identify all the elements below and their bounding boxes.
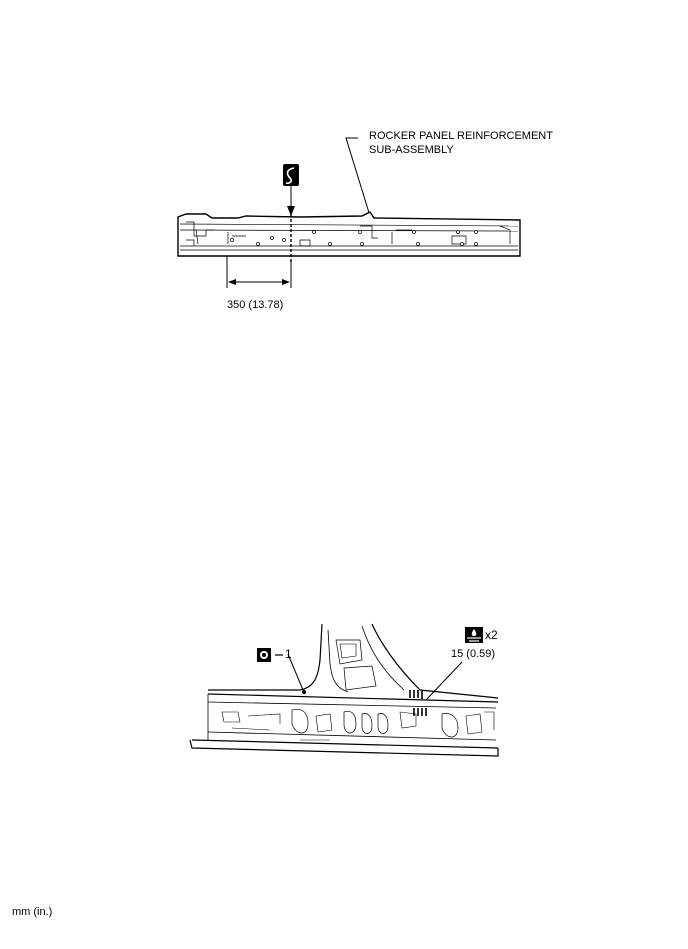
cut-line-icon xyxy=(283,164,299,186)
pillar-joint-drawing xyxy=(189,623,499,757)
part-label-line1: ROCKER PANEL REINFORCEMENT xyxy=(369,130,553,142)
mig-brazing-icon xyxy=(465,627,483,643)
rocker-panel-details xyxy=(179,221,519,251)
dim-arrow-right xyxy=(282,279,290,285)
unit-note: mm (in.) xyxy=(12,906,53,918)
cut-arrow-head xyxy=(287,206,295,216)
spot-weld-point xyxy=(301,689,307,695)
part-label-leader xyxy=(345,137,371,217)
rocker-panel-outline xyxy=(177,211,521,257)
spot-weld-leader xyxy=(287,653,304,691)
spot-weld-count: 1 xyxy=(285,647,292,661)
brazing-marks xyxy=(409,690,427,716)
brazing-length: 15 (0.59) xyxy=(451,648,496,660)
part-label-line2: SUB-ASSEMBLY xyxy=(369,144,454,156)
dim-arrow-left xyxy=(228,279,236,285)
spot-weld-icon xyxy=(257,648,283,662)
brazing-multiplier: x2 xyxy=(485,628,498,642)
rocker-panel-holes xyxy=(230,230,478,246)
dimension-label: 350 (13.78) xyxy=(227,299,284,311)
brazing-leader xyxy=(425,661,463,701)
